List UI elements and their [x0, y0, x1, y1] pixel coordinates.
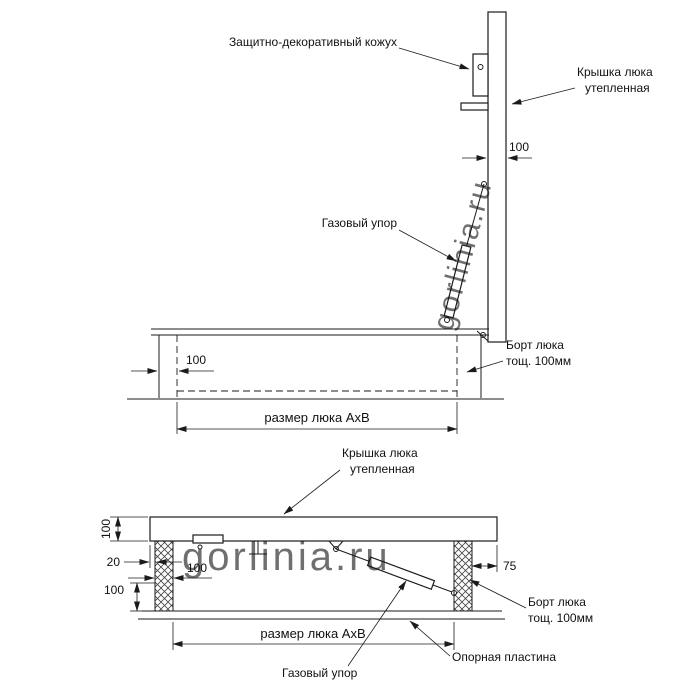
label-plate-closed: Опорная пластина [409, 620, 556, 664]
plate-label: Опорная пластина [452, 650, 556, 664]
gas-strut-closed [328, 540, 457, 596]
lid-lock-details [192, 534, 267, 555]
dim-lid-thickness-closed: 100 [99, 516, 148, 542]
dim-depth-closed: 100 [104, 582, 155, 612]
label-casing: Защитно-декоративный кожух [229, 35, 470, 70]
label-gas-strut-open: Газовый упор [322, 216, 457, 262]
dim-wall-closed-text: 100 [187, 561, 207, 575]
label-board-open: Борт люка тощ. 100мм [466, 338, 571, 373]
open-view: Защитно-декоративный кожух Крышка люка у… [127, 11, 653, 434]
dim-size-closed: размер люка АхВ [172, 622, 455, 650]
cover-label-line1: Крышка люка [577, 65, 653, 79]
lid-handle [460, 102, 489, 111]
dim-overhang-closed-text: 75 [503, 559, 517, 573]
board-open-label-line2: тощ. 100мм [506, 354, 571, 368]
label-gas-strut-closed: Газовый упор [282, 580, 407, 680]
dim-wall-open-text: 100 [186, 353, 206, 367]
watermark-bottom: gorlinia.ru [182, 535, 391, 579]
board-closed-label-line1: Борт люка [528, 595, 586, 609]
gas-strut-open [443, 181, 487, 323]
right-wall [453, 540, 473, 612]
dim-overhang-closed: 75 [471, 545, 517, 573]
cover-closed-label-line1: Крышка люка [342, 446, 418, 460]
gas-strut-closed-label: Газовый упор [282, 666, 358, 680]
left-wall [154, 540, 174, 612]
dim-lid-thickness-open: 100 [462, 140, 532, 161]
cover-label-line2: утепленная [585, 81, 650, 95]
dim-lid-thickness-closed-text: 100 [99, 519, 113, 539]
label-board-closed: Борт люка тощ. 100мм [469, 579, 593, 625]
casing-label: Защитно-декоративный кожух [229, 35, 397, 49]
dim-size-closed-text: размер люка АхВ [260, 626, 365, 641]
dim-lid-thickness-open-text: 100 [509, 140, 529, 154]
label-cover-open: Крышка люка утепленная [511, 65, 653, 105]
dim-wall-closed: 100 [128, 561, 212, 581]
hatch-frame-open [151, 328, 489, 398]
label-cover-closed: Крышка люка утепленная [283, 446, 418, 515]
cover-closed-label-line2: утепленная [350, 462, 415, 476]
board-closed-label-line2: тощ. 100мм [528, 611, 593, 625]
protective-casing [460, 53, 489, 111]
dim-depth-closed-text: 100 [104, 583, 124, 597]
open-lid [487, 11, 507, 343]
board-open-label-line1: Борт люка [506, 338, 564, 352]
dim-gap-closed: 20 [107, 545, 182, 569]
dim-size-open: размер люка АхВ [176, 402, 458, 434]
gas-strut-open-label: Газовый упор [322, 216, 398, 230]
dim-wall-open: 100 [131, 353, 214, 374]
dim-size-open-text: размер люка АхВ [264, 410, 369, 425]
closed-view: Крышка люка утепленная 100 20 100 [99, 446, 593, 680]
dim-gap-closed-text: 20 [107, 555, 121, 569]
